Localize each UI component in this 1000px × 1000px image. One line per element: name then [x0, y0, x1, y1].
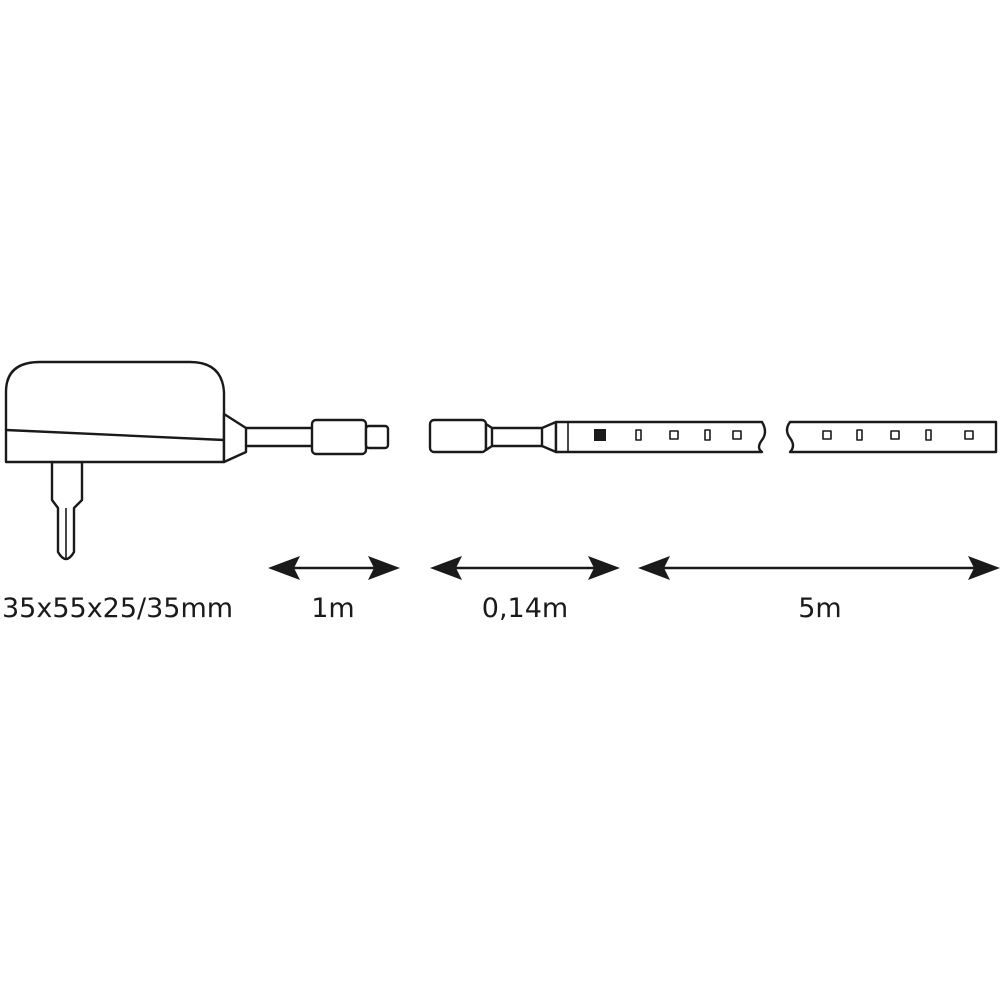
cable-with-plug-icon: [244, 418, 390, 456]
connector-length-label: 0,14m: [482, 593, 568, 624]
led-chip-icon: [925, 429, 932, 441]
led-strip-segment-2: [785, 420, 998, 454]
led-chip-icon: [732, 430, 742, 440]
power-adapter-icon: [4, 360, 248, 561]
plug-pin-icon: [50, 460, 84, 561]
connector-cable-icon: [428, 418, 558, 454]
led-chip-icon: [669, 430, 679, 440]
dimension-arrow-strip: [638, 556, 1000, 580]
led-chip-icon: [890, 430, 900, 440]
dimension-arrow-cable: [268, 556, 400, 580]
strip-length-label: 5m: [798, 593, 841, 624]
led-chip-icon: [822, 430, 832, 440]
led-chip-icon: [964, 430, 974, 440]
led-strip-segment-1: [554, 420, 767, 454]
led-chip-icon: [594, 429, 606, 441]
led-chip-icon: [856, 429, 863, 441]
adapter-dimensions-label: 35x55x25/35mm: [2, 593, 233, 624]
led-chip-icon: [704, 429, 711, 441]
dimension-arrow-connector: [430, 556, 620, 580]
cable-length-label: 1m: [311, 593, 354, 624]
led-chip-icon: [635, 429, 642, 441]
